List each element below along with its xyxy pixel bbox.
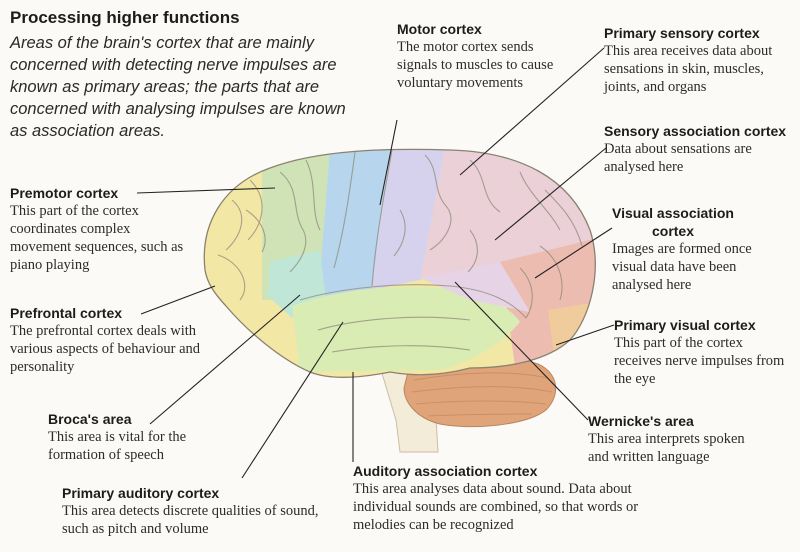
leader-primary-visual: [555, 324, 615, 346]
visual-association-title: Visual association cortex: [612, 205, 734, 239]
leader-prefrontal: [140, 285, 216, 315]
motor-cortex-desc: The motor cortex sends signals to muscle…: [397, 39, 554, 91]
label-wernickes-area: Wernicke's area This area interprets spo…: [588, 412, 768, 466]
label-sensory-association-cortex: Sensory association cortex Data about se…: [604, 122, 796, 176]
primary-auditory-title: Primary auditory cortex: [62, 485, 220, 501]
primary-visual-title: Primary visual cortex: [614, 317, 756, 333]
primary-sensory-desc: This area receives data about sensations…: [604, 43, 773, 95]
label-visual-association-cortex: Visual association cortex Images are for…: [612, 204, 762, 294]
visual-association-desc: Images are formed once visual data have …: [612, 241, 752, 293]
wernicke-desc: This area interprets spoken and written …: [588, 431, 745, 465]
wernicke-title: Wernicke's area: [588, 413, 694, 429]
leader-lines: [136, 47, 615, 479]
label-primary-auditory-cortex: Primary auditory cortex This area detect…: [62, 484, 344, 538]
sensory-association-title: Sensory association cortex: [604, 123, 787, 139]
primary-sensory-region: [372, 149, 445, 290]
label-brocas-area: Broca's area This area is vital for the …: [48, 410, 224, 464]
cerebellum-folds: [411, 372, 553, 417]
motor-cortex-title: Motor cortex: [397, 21, 482, 37]
label-auditory-association-cortex: Auditory association cortex This area an…: [353, 462, 653, 534]
label-primary-visual-cortex: Primary visual cortex This part of the c…: [614, 316, 786, 388]
prefrontal-title: Prefrontal cortex: [10, 305, 123, 321]
leader-visual-association: [534, 227, 613, 279]
leader-broca: [149, 294, 301, 425]
label-premotor-cortex: Premotor cortex This part of the cortex …: [10, 184, 186, 274]
broca-title: Broca's area: [48, 411, 132, 427]
auditory-association-desc: This area analyses data about sound. Dat…: [353, 481, 639, 533]
auditory-region: [292, 286, 520, 372]
primary-visual-desc: This part of the cortex receives nerve i…: [614, 335, 785, 387]
page-title: Processing higher functions: [10, 8, 240, 27]
intro-text: Areas of the brain's cortex that are mai…: [10, 34, 346, 140]
label-motor-cortex: Motor cortex The motor cortex sends sign…: [397, 20, 567, 92]
sensory-association-desc: Data about sensations are analysed here: [604, 141, 752, 175]
premotor-desc: This part of the cortex coordinates comp…: [10, 203, 184, 273]
leader-motor: [379, 119, 398, 206]
broca-desc: This area is vital for the formation of …: [48, 429, 187, 463]
label-primary-sensory-cortex: Primary sensory cortex This area receive…: [604, 24, 796, 96]
prefrontal-desc: The prefrontal cortex deals with various…: [10, 323, 201, 375]
auditory-association-title: Auditory association cortex: [353, 463, 538, 479]
leader-primary-auditory: [241, 321, 344, 479]
leader-primary-sensory: [459, 47, 605, 176]
premotor-title: Premotor cortex: [10, 185, 119, 201]
label-prefrontal-cortex: Prefrontal cortex The prefrontal cortex …: [10, 304, 202, 376]
leader-sensory-association: [494, 147, 607, 241]
leader-premotor: [136, 187, 276, 194]
brain-folds: [217, 149, 583, 353]
leader-wernicke: [454, 281, 589, 421]
primary-sensory-title: Primary sensory cortex: [604, 25, 760, 41]
primary-auditory-desc: This area detects discrete qualities of …: [62, 503, 319, 537]
